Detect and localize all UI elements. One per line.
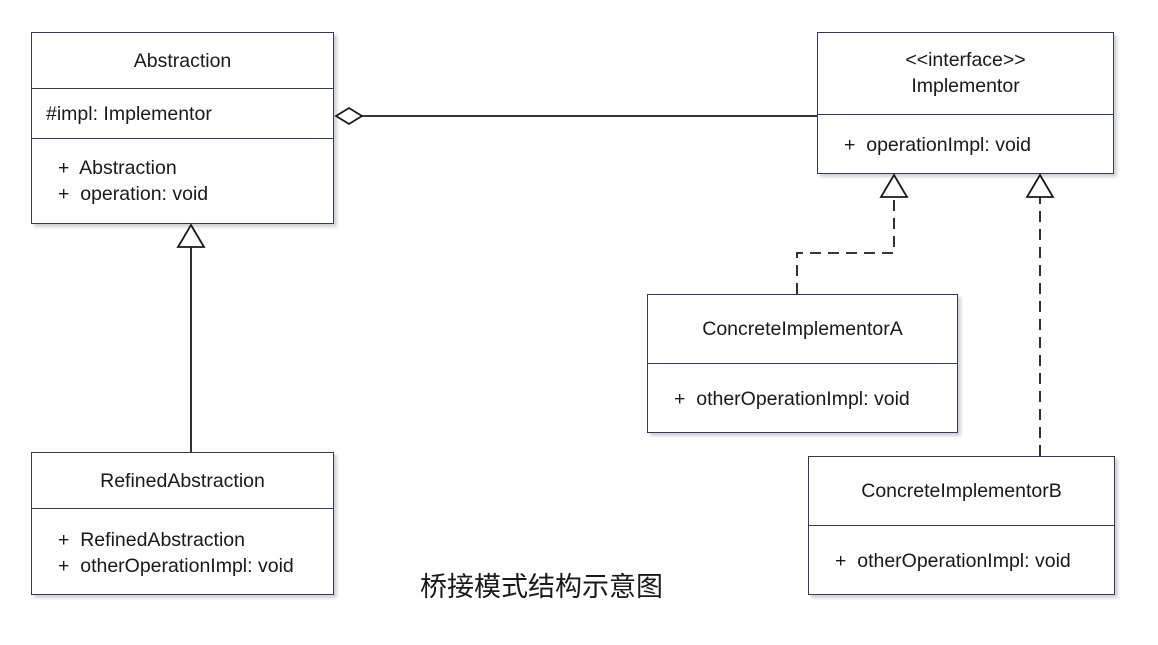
relation-generalization-refined-abstraction [176,223,206,452]
hollow-triangle-icon [1025,173,1055,198]
hollow-diamond-icon [334,106,364,126]
operation-operation-impl: + operationImpl: void [844,134,1031,156]
operation-refined-abstraction-ctor: + RefinedAbstraction [58,528,245,551]
operation-other-operation-impl-refined: + otherOperationImpl: void [58,554,294,577]
class-title-compartment-refined-abstraction: RefinedAbstraction [32,453,333,508]
class-box-abstraction[interactable]: Abstraction #impl: Implementor + Abstrac… [31,32,334,224]
class-operations-compartment-implementor: + operationImpl: void [818,114,1113,175]
relation-aggregation-abstraction-implementor [334,106,817,126]
class-name-abstraction: Abstraction [133,49,232,72]
hollow-triangle-icon [879,173,909,198]
class-operations-compartment-abstraction: + Abstraction + operation: void [32,138,333,223]
class-name-concrete-implementor-a: ConcreteImplementorA [702,318,903,340]
class-title-compartment-concrete-implementor-a: ConcreteImplementorA [648,295,957,363]
stereotype-interface: <<interface>> [905,49,1026,71]
class-name-concrete-implementor-b: ConcreteImplementorB [861,480,1062,502]
class-operations-compartment-concrete-implementor-b: + otherOperationImpl: void [809,525,1114,596]
class-operations-compartment-refined-abstraction: + RefinedAbstraction + otherOperationImp… [32,508,333,596]
class-box-implementor[interactable]: <<interface>> Implementor + operationImp… [817,32,1114,174]
operation-operation: + operation: void [58,183,209,205]
hollow-triangle-icon [176,223,206,248]
class-title-compartment-implementor: <<interface>> Implementor [818,33,1113,114]
attribute-impl: #impl: Implementor [46,102,212,125]
class-box-concrete-implementor-b[interactable]: ConcreteImplementorB + otherOperationImp… [808,456,1115,595]
class-name-implementor: Implementor [911,75,1020,97]
class-title-compartment-concrete-implementor-b: ConcreteImplementorB [809,457,1114,525]
realization-line-a [796,196,895,294]
class-box-refined-abstraction[interactable]: RefinedAbstraction + RefinedAbstraction … [31,452,334,595]
relation-realization-concrete-implementor-a [796,173,909,294]
class-name-refined-abstraction: RefinedAbstraction [100,469,265,492]
operation-other-operation-impl-a: + otherOperationImpl: void [674,388,910,410]
relation-realization-concrete-implementor-b [1025,173,1055,456]
diagram-caption: 桥接模式结构示意图 [420,572,663,602]
class-attributes-compartment-abstraction: #impl: Implementor [32,88,333,138]
class-title-compartment-abstraction: Abstraction [32,33,333,88]
operation-other-operation-impl-b: + otherOperationImpl: void [835,550,1071,572]
class-operations-compartment-concrete-implementor-a: + otherOperationImpl: void [648,363,957,434]
class-box-concrete-implementor-a[interactable]: ConcreteImplementorA + otherOperationImp… [647,294,958,433]
operation-abstraction-ctor: + Abstraction [58,157,177,179]
